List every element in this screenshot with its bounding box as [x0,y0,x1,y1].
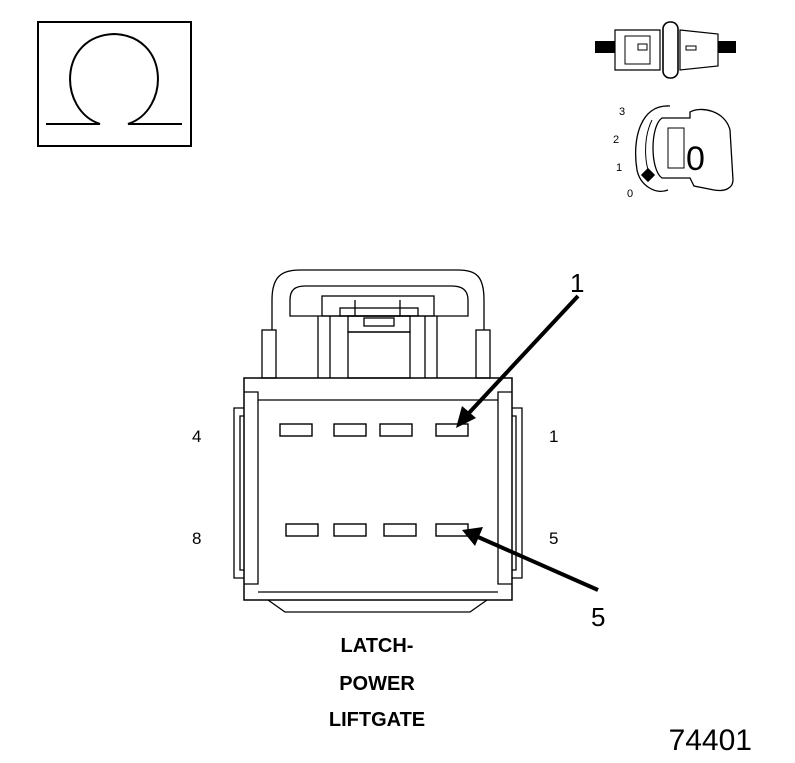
omega-icon [37,21,192,147]
pin-label-top-right: 1 [549,427,558,446]
connector-label-line-1: LATCH- [341,635,414,657]
pin-cavity-7 [333,523,367,537]
pin-cavity-2 [379,423,413,437]
pin-cavity-1 [435,423,469,437]
key-position-0: 0 [627,188,633,200]
callout-label-1: 1 [570,268,584,298]
callout-arrow-1 [456,294,580,428]
disconnected-connector-icon [595,21,736,79]
key-position-2: 2 [613,134,619,146]
pin-label-bottom-right: 5 [549,529,558,548]
key-current-position: 0 [686,140,705,178]
connector-body [233,269,523,613]
ignition-key-icon: 3 2 1 0 0 [613,105,734,200]
pin-cavity-4 [279,423,313,437]
key-position-3: 3 [619,106,625,118]
pin-label-bottom-left: 8 [192,529,201,548]
callout-arrow-5 [462,527,599,592]
pin-cavity-3 [333,423,367,437]
connector-label-line-3: LIFTGATE [329,709,425,731]
pin-cavity-8 [285,523,319,537]
key-position-1: 1 [616,162,622,174]
connector-label-line-2: POWER [339,673,415,695]
pin-cavities [279,423,469,537]
pin-label-top-left: 4 [192,427,201,446]
figure-id: 74401 [669,724,752,757]
pin-cavity-6 [383,523,417,537]
callout-label-5: 5 [591,602,605,632]
